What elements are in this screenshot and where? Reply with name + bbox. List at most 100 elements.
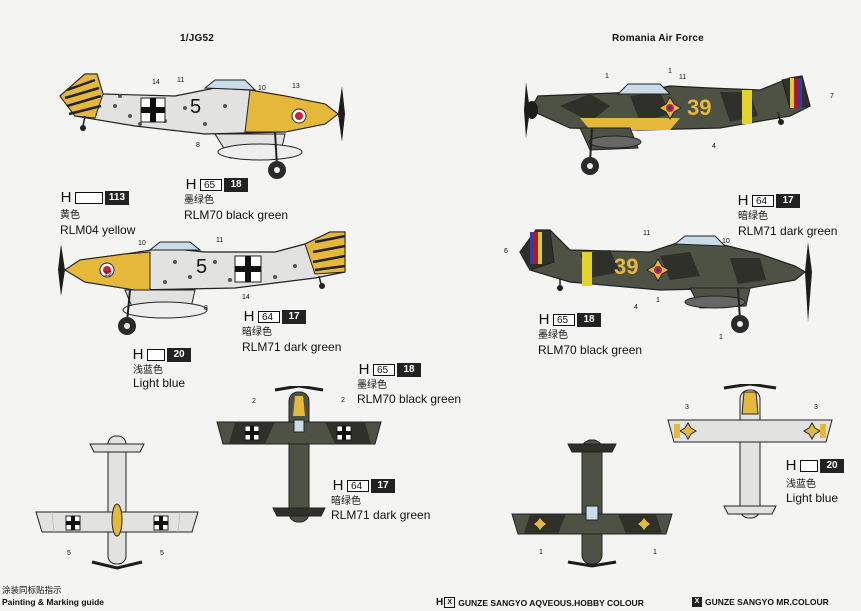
part-number: 5 xyxy=(67,550,71,557)
part-number: 3 xyxy=(814,404,818,411)
part-number: 10 xyxy=(722,238,730,245)
bf109-profile-romania-left xyxy=(519,229,812,333)
part-number: 1 xyxy=(539,549,543,556)
paint-code-black-green: H 65 18 xyxy=(357,361,421,378)
section-title-jg52: 1/JG52 xyxy=(180,33,215,44)
paint-name-en: RLM70 black green xyxy=(357,392,462,406)
paint-code-blank xyxy=(75,191,103,204)
paint-code-light-blue: H 20 xyxy=(131,346,191,363)
paint-code-yellow: H 113 xyxy=(59,189,129,206)
part-number: 11 xyxy=(177,77,185,84)
part-number: 10 xyxy=(138,240,146,247)
paint-name-cn: 墨绿色 xyxy=(184,195,214,206)
part-number: 11 xyxy=(679,74,687,81)
bf109-planview-underside-jg52 xyxy=(35,435,199,570)
part-number: 12 xyxy=(104,271,112,278)
paint-name-en: RLM71 dark green xyxy=(738,224,838,238)
part-number: 8 xyxy=(204,305,208,312)
legend-aqueous: H X GUNZE SANGYO AQVEOUS.HOBBY COLOUR xyxy=(436,597,644,608)
paint-name-cn: 浅蓝色 xyxy=(133,365,163,376)
paint-code-aqueous: 65 xyxy=(200,178,222,191)
part-number: 1 xyxy=(656,297,660,304)
paint-code-light-blue: H 20 xyxy=(784,457,844,474)
bf109-planview-top-jg52 xyxy=(216,386,382,523)
part-number: 13 xyxy=(292,83,300,90)
side-number-marking: 39 xyxy=(614,254,639,279)
paint-code-mr: 18 xyxy=(397,362,421,377)
part-number: 3 xyxy=(685,404,689,411)
side-number-marking: 39 xyxy=(687,95,712,120)
paint-name-cn: 浅蓝色 xyxy=(786,479,816,490)
paint-code-prefix: H xyxy=(785,457,797,474)
bf109-profile-jg52-right xyxy=(59,73,345,179)
part-number: 1 xyxy=(605,73,609,80)
part-number: 8 xyxy=(196,142,200,149)
part-number: 6 xyxy=(504,248,508,255)
bf109-planview-top-romania xyxy=(511,439,673,568)
part-number: 4 xyxy=(634,304,638,311)
paint-name-cn: 墨绿色 xyxy=(357,380,387,391)
part-number: 1 xyxy=(668,68,672,75)
paint-code-prefix: H xyxy=(358,361,370,378)
paint-code-prefix: H xyxy=(132,346,144,363)
paint-code-mr: 17 xyxy=(371,478,395,493)
part-number: 14 xyxy=(152,79,160,86)
paint-code-prefix: H xyxy=(185,176,197,193)
paint-code-blank xyxy=(800,459,818,472)
legend-mr: X GUNZE SANGYO MR.COLOUR xyxy=(692,597,829,607)
side-number-marking: 5 xyxy=(196,256,208,278)
legend-h-prefix: H xyxy=(436,597,444,608)
paint-code-dark-green: H 64 17 xyxy=(331,477,395,494)
paint-name-cn: 黄色 xyxy=(60,210,80,221)
paint-code-mr: 20 xyxy=(820,458,844,473)
legend-mr-box: X xyxy=(692,597,702,607)
part-number: 10 xyxy=(258,85,266,92)
paint-name-cn: 暗绿色 xyxy=(738,211,768,222)
paint-code-mr: 20 xyxy=(167,347,191,362)
part-number: 5 xyxy=(160,550,164,557)
paint-code-dark-green: H 64 17 xyxy=(736,192,800,209)
side-number-marking: 5 xyxy=(190,96,202,118)
paint-code-black-green: H 65 18 xyxy=(537,311,601,328)
paint-name-en: RLM71 dark green xyxy=(242,340,342,354)
paint-code-prefix: H xyxy=(538,311,550,328)
footer-title-cn: 涂装同标贴指示 xyxy=(2,585,62,595)
paint-code-aqueous: 64 xyxy=(752,194,774,207)
section-title-romania: Romania Air Force xyxy=(612,33,704,44)
bf109-profile-romania-right xyxy=(524,75,811,175)
paint-name-cn: 暗绿色 xyxy=(242,327,272,338)
paint-name-en: Light blue xyxy=(133,376,186,390)
paint-code-aqueous: 64 xyxy=(347,479,369,492)
paint-code-mr: 18 xyxy=(224,177,248,192)
paint-code-mr: 18 xyxy=(577,312,601,327)
paint-code-aqueous: 65 xyxy=(373,363,395,376)
part-number: 11 xyxy=(216,237,224,244)
part-number: 2 xyxy=(341,397,345,404)
legend-aqueous-label: GUNZE SANGYO AQVEOUS.HOBBY COLOUR xyxy=(458,597,644,608)
paint-code-dark-green: H 64 17 xyxy=(242,308,306,325)
paint-code-aqueous: 64 xyxy=(258,310,280,323)
paint-name-en: Light blue xyxy=(786,491,839,505)
part-number: 1 xyxy=(653,549,657,556)
part-number: 4 xyxy=(712,143,716,150)
paint-code-prefix: H xyxy=(332,477,344,494)
paint-code-prefix: H xyxy=(243,308,255,325)
part-number: 11 xyxy=(643,230,651,237)
paint-code-mr: 113 xyxy=(105,190,129,205)
paint-name-en: RLM71 dark green xyxy=(331,508,431,522)
part-number: 2 xyxy=(252,398,256,405)
bf109-planview-underside-romania xyxy=(667,384,833,519)
legend-aqueous-box: X xyxy=(444,597,456,608)
footer-title-en: Painting & Marking guide xyxy=(2,597,105,607)
bf109-profile-jg52-left xyxy=(58,231,346,335)
paint-code-blank xyxy=(147,348,165,361)
paint-name-cn: 暗绿色 xyxy=(331,496,361,507)
paint-code-black-green: H 65 18 xyxy=(184,176,248,193)
paint-name-en: RLM04 yellow xyxy=(60,223,136,237)
paint-code-aqueous: 65 xyxy=(553,313,575,326)
part-number: 7 xyxy=(830,93,834,100)
paint-code-prefix: H xyxy=(60,189,72,206)
paint-name-en: RLM70 black green xyxy=(184,208,289,222)
part-number: 14 xyxy=(242,294,250,301)
legend-mr-label: GUNZE SANGYO MR.COLOUR xyxy=(705,597,829,607)
